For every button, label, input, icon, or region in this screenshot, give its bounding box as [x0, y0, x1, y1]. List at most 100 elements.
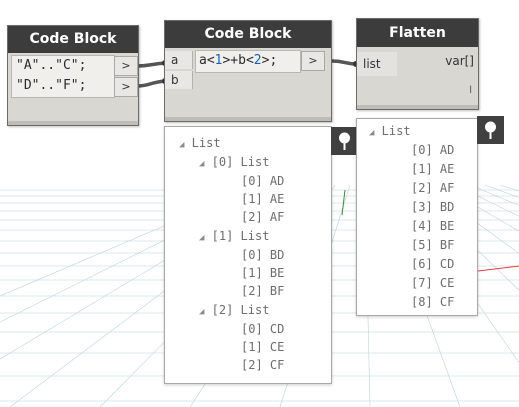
code-line-2[interactable]: "D".."F"; — [16, 78, 87, 93]
code-block-node-2[interactable]: Code Block a b a<1>+b<2>; > — [164, 20, 332, 122]
item-value: CF — [439, 295, 455, 309]
tree-label: [2] List — [211, 303, 270, 317]
item-index: [0] — [241, 248, 263, 262]
input-port-a[interactable]: a — [165, 51, 193, 69]
item-index: [8] — [411, 295, 433, 309]
node-footer — [357, 105, 478, 109]
code-number: 2 — [253, 53, 262, 68]
code-editor[interactable]: "A".."C"; "D".."F"; — [11, 55, 115, 98]
list-item: [2] AF — [241, 210, 284, 224]
list-item: [2] CF — [241, 358, 284, 372]
item-value: AF — [439, 181, 455, 195]
code-block-node-1[interactable]: Code Block "A".."C"; "D".."F"; > > — [7, 25, 139, 126]
item-value: CD — [439, 257, 455, 271]
flatten-node[interactable]: Flatten list var[] l — [356, 18, 479, 110]
wire-b — [136, 79, 167, 88]
item-index: [2] — [241, 284, 263, 298]
item-index: [7] — [411, 276, 433, 290]
item-index: [1] — [241, 266, 263, 280]
collapse-triangle-icon[interactable]: ◢ — [199, 233, 205, 243]
tree-group-0[interactable]: ◢ [0] List — [199, 155, 269, 169]
collapse-triangle-icon[interactable]: ◢ — [199, 159, 205, 169]
tree-group-2[interactable]: ◢ [2] List — [199, 303, 269, 317]
list-item: [0] AD — [241, 174, 284, 188]
list-item: [1] AE — [241, 192, 284, 206]
pin-icon — [485, 121, 496, 139]
list-item: [6] CD — [411, 257, 454, 271]
list-item: [2] AF — [411, 181, 454, 195]
collapse-triangle-icon[interactable]: ◢ — [369, 128, 375, 138]
item-value: BE — [269, 266, 285, 280]
lacing-indicator[interactable]: l — [469, 85, 472, 96]
tree-root[interactable]: ◢ List — [369, 124, 411, 138]
output-port-var[interactable]: var[] — [445, 54, 474, 68]
item-index: [2] — [241, 358, 263, 372]
item-value: BF — [269, 284, 285, 298]
output-port[interactable]: > — [301, 51, 325, 71]
item-value: CE — [439, 276, 455, 290]
list-item: [1] AE — [411, 162, 454, 176]
node-footer — [8, 121, 138, 125]
output-port-1[interactable]: > — [114, 56, 138, 76]
list-item: [8] CF — [411, 295, 454, 309]
item-value: CE — [269, 340, 285, 354]
list-item: [0] AD — [411, 143, 454, 157]
code-text: a< — [199, 53, 215, 68]
list-item: [0] CD — [241, 322, 284, 336]
item-value: AD — [439, 143, 455, 157]
item-value: BF — [439, 238, 455, 252]
list-item: [3] BD — [411, 200, 454, 214]
item-value: AF — [269, 210, 285, 224]
item-index: [0] — [411, 143, 433, 157]
pin-preview-button[interactable] — [477, 116, 504, 144]
item-index: [1] — [241, 340, 263, 354]
collapse-triangle-icon[interactable]: ◢ — [199, 307, 205, 317]
code-editor[interactable]: a<1>+b<2>; — [195, 50, 301, 73]
list-item: [0] BD — [241, 248, 284, 262]
list-item: [4] BE — [411, 219, 454, 233]
list-item: [7] CE — [411, 276, 454, 290]
nested-list-preview[interactable]: ◢ List ◢ [0] List [0] AD [1] AE [2] AF ◢… — [164, 126, 332, 384]
pin-preview-button[interactable] — [331, 127, 358, 155]
item-index: [3] — [411, 200, 433, 214]
tree-label: [1] List — [211, 229, 270, 243]
tree-label: List — [381, 124, 411, 138]
item-value: AD — [269, 174, 285, 188]
item-index: [5] — [411, 238, 433, 252]
node-title: Flatten — [357, 19, 478, 47]
axis-x-line — [469, 265, 519, 273]
code-line-1[interactable]: "A".."C"; — [16, 58, 87, 73]
item-index: [2] — [241, 210, 263, 224]
flat-list-preview[interactable]: ◢ List [0] AD [1] AE [2] AF [3] BD [4] B… — [356, 118, 478, 316]
item-value: CD — [269, 322, 285, 336]
tree-label: [0] List — [211, 155, 270, 169]
tree-group-1[interactable]: ◢ [1] List — [199, 229, 269, 243]
node-title: Code Block — [8, 26, 138, 53]
item-index: [4] — [411, 219, 433, 233]
item-index: [1] — [411, 162, 433, 176]
item-index: [6] — [411, 257, 433, 271]
list-item: [2] BF — [241, 284, 284, 298]
item-value: AE — [269, 192, 285, 206]
item-value: BD — [269, 248, 285, 262]
list-item: [1] BE — [241, 266, 284, 280]
node-footer — [165, 117, 331, 121]
code-line-1[interactable]: a<1>+b<2>; — [199, 53, 277, 68]
item-value: CF — [269, 358, 285, 372]
list-item: [1] CE — [241, 340, 284, 354]
code-text: >; — [261, 53, 278, 68]
code-text: >+b< — [222, 53, 254, 68]
pin-icon — [339, 132, 350, 150]
wire-a — [136, 61, 167, 68]
node-title: Code Block — [165, 21, 331, 48]
item-index: [0] — [241, 322, 263, 336]
item-value: BD — [439, 200, 455, 214]
item-value: AE — [439, 162, 455, 176]
input-port-b[interactable]: b — [165, 71, 193, 89]
input-port-list[interactable]: list — [357, 52, 397, 76]
tree-root[interactable]: ◢ List — [179, 136, 221, 150]
item-index: [1] — [241, 192, 263, 206]
output-port-2[interactable]: > — [114, 77, 138, 97]
item-index: [0] — [241, 174, 263, 188]
collapse-triangle-icon[interactable]: ◢ — [179, 140, 185, 150]
